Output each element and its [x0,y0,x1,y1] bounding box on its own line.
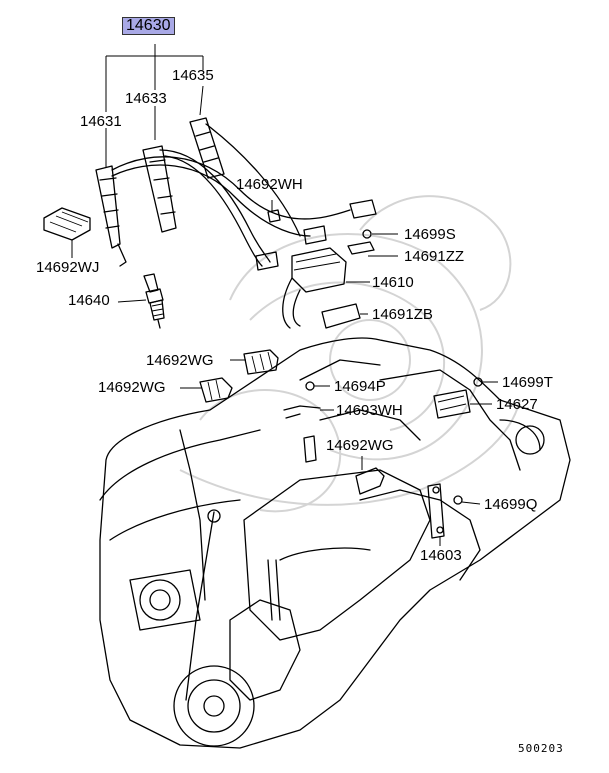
part-label-14633: 14633 [125,90,167,107]
part-label-14692wg-3: 14692WG [326,437,394,454]
part-label-14635: 14635 [172,67,214,84]
part-label-14692wh: 14692WH [236,176,303,193]
part-leaders [71,200,498,546]
part-label-14694p: 14694P [334,378,386,395]
part-label-14692wj: 14692WJ [36,259,100,276]
fasteners [267,435,445,621]
crank-pulley [129,569,255,747]
ignition-cables [95,117,377,271]
part-label-14610: 14610 [372,274,414,291]
assembly-label: 14630 [122,17,175,35]
part-label-14640: 14640 [68,292,110,309]
part-label-14631: 14631 [80,113,122,130]
part-label-14699q: 14699Q [484,496,538,513]
part-label-14627: 14627 [496,396,538,413]
spark-plug [143,273,165,329]
part-label-14603: 14603 [420,547,462,564]
watermark [179,195,521,513]
ignition-coil [282,229,483,505]
engine-block [99,337,571,749]
part-label-14692wg-1: 14692WG [146,352,214,369]
part-label-14692wg-2: 14692WG [98,379,166,396]
reference-code: 500203 [518,742,564,755]
part-label-14691zz: 14691ZZ [404,248,465,265]
assembly-leaders [105,44,204,168]
sensor [283,389,471,419]
part-label-14699t: 14699T [502,374,553,391]
part-label-14693wh: 14693WH [336,402,403,419]
part-label-14699s: 14699S [404,226,456,243]
cable-holders [43,207,385,495]
part-label-14691zb: 14691ZB [372,306,433,323]
